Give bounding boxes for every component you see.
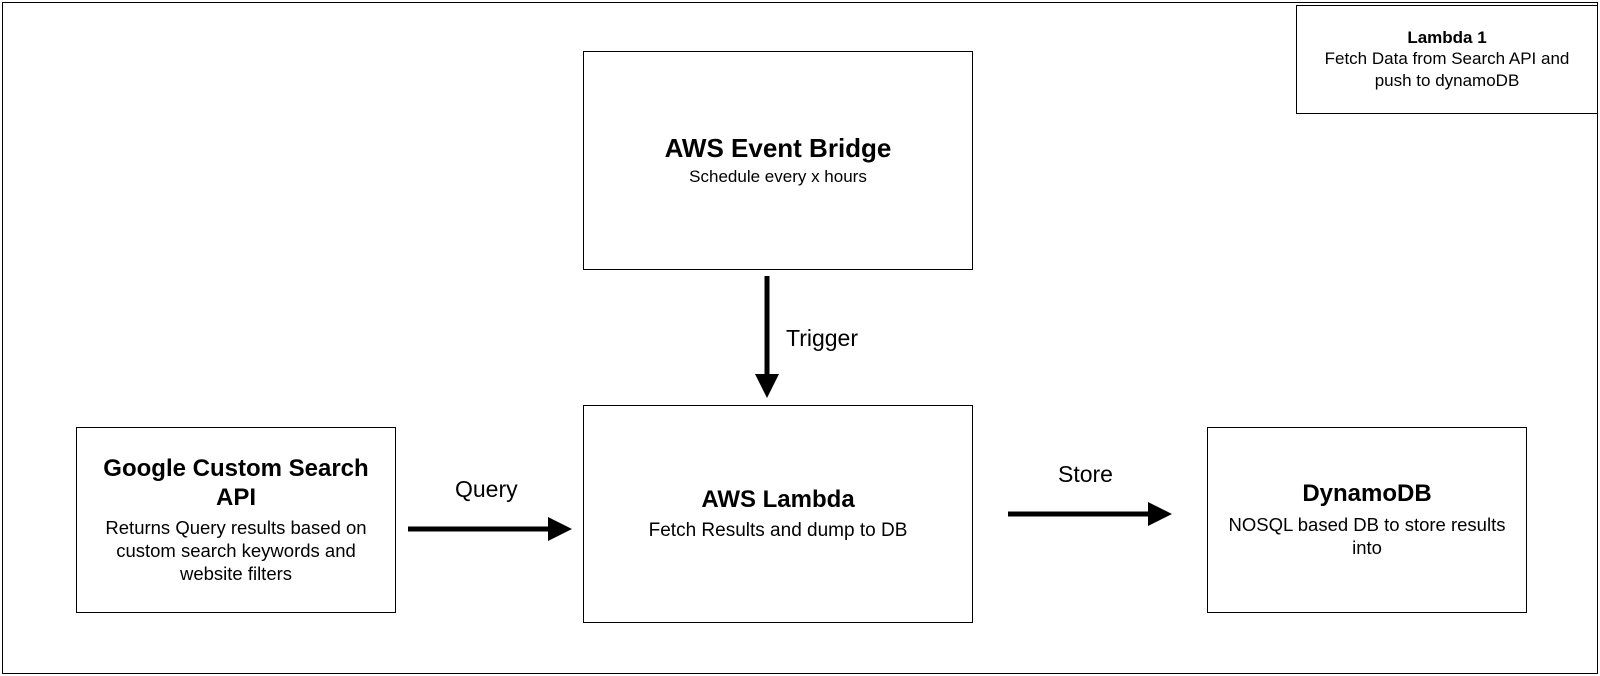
query-label: Query <box>455 476 518 502</box>
google-search-node: Google Custom Search API Returns Query r… <box>76 427 396 613</box>
dynamodb-title: DynamoDB <box>1302 480 1432 508</box>
lambda-node: AWS Lambda Fetch Results and dump to DB <box>583 405 973 623</box>
query-arrow <box>408 517 572 541</box>
lambda-description: Fetch Results and dump to DB <box>648 519 908 541</box>
google-search-description: Returns Query results based on custom se… <box>105 516 367 584</box>
lambda-title: AWS Lambda <box>701 485 855 513</box>
legend-description: Fetch Data from Search API and push to d… <box>1324 49 1570 90</box>
event-bridge-node: AWS Event Bridge Schedule every x hours <box>583 51 973 270</box>
dynamodb-description: NOSQL based DB to store results into <box>1228 514 1506 559</box>
event-bridge-title: AWS Event Bridge <box>664 133 892 164</box>
event-bridge-description: Schedule every x hours <box>689 167 867 187</box>
store-label: Store <box>1058 461 1113 487</box>
legend-box: Lambda 1 Fetch Data from Search API and … <box>1296 5 1598 114</box>
store-arrow <box>1008 502 1172 526</box>
trigger-label: Trigger <box>786 325 858 351</box>
legend-title: Lambda 1 <box>1407 28 1487 48</box>
dynamodb-node: DynamoDB NOSQL based DB to store results… <box>1207 427 1527 613</box>
trigger-arrow <box>755 276 779 398</box>
google-search-title: Google Custom Search API <box>103 455 369 511</box>
